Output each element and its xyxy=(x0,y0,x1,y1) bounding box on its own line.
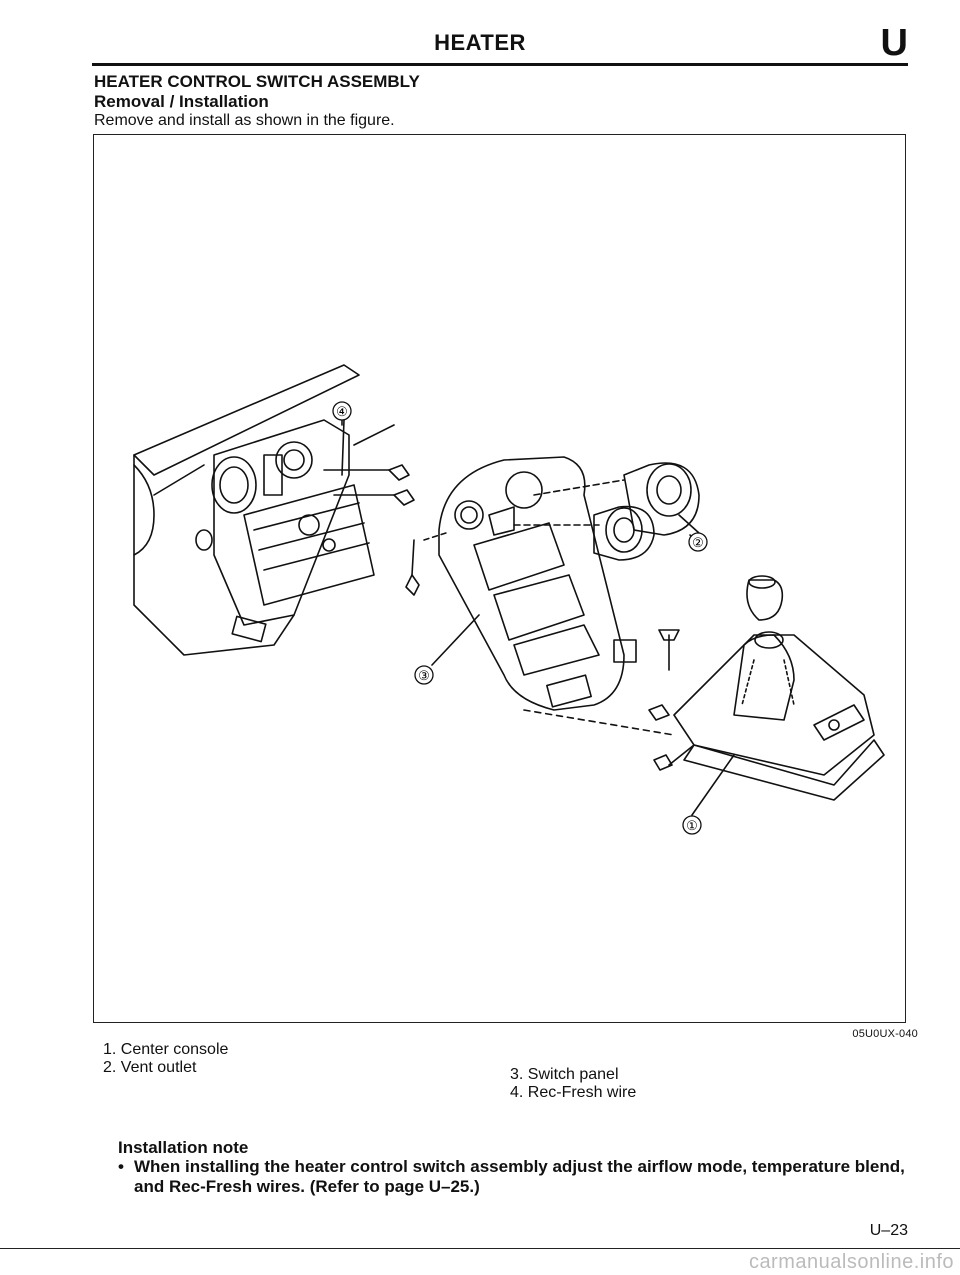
legend-item-4: 4. Rec-Fresh wire xyxy=(510,1084,637,1101)
legend-item-1: 1. Center console xyxy=(103,1041,229,1058)
installation-note-text: When installing the heater control switc… xyxy=(134,1157,905,1196)
callout-1-label: ① xyxy=(686,818,698,833)
callout-2-label: ② xyxy=(692,535,704,550)
callout-4: ④ xyxy=(332,401,352,421)
switch-panel-drawing xyxy=(405,456,637,711)
section-letter: U xyxy=(880,22,908,64)
footer-rule xyxy=(0,1248,960,1249)
shift-knob-drawing xyxy=(746,575,784,621)
watermark-text: carmanualsonline.info xyxy=(748,1251,954,1273)
center-console-drawing xyxy=(523,629,885,801)
exploded-view-illustration: ④ ② ③ ① xyxy=(133,364,885,835)
callout-3-label: ③ xyxy=(418,668,430,683)
callout-3: ③ xyxy=(414,665,434,685)
page-header-title: HEATER xyxy=(434,30,526,55)
vent-outlet-drawing xyxy=(513,462,700,561)
section-subtitle: Removal / Installation xyxy=(94,92,269,111)
callout-2: ② xyxy=(688,532,708,552)
header-rule xyxy=(92,63,908,66)
section-title: HEATER CONTROL SWITCH ASSEMBLY xyxy=(94,72,420,91)
bullet-icon: • xyxy=(118,1157,124,1176)
figure-code: 05U0UX-040 xyxy=(852,1028,918,1040)
legend-item-3: 3. Switch panel xyxy=(510,1066,619,1083)
intro-text: Remove and install as shown in the figur… xyxy=(94,112,395,129)
dashboard-drawing xyxy=(133,364,395,656)
callout-1: ① xyxy=(682,815,702,835)
figure-frame: ④ ② ③ ① xyxy=(93,134,906,1023)
installation-note-bullet: • When installing the heater control swi… xyxy=(118,1157,908,1197)
callout-4-label: ④ xyxy=(336,404,348,419)
installation-note-title: Installation note xyxy=(118,1138,249,1157)
legend-item-2: 2. Vent outlet xyxy=(103,1059,197,1076)
page-number: U–23 xyxy=(869,1222,908,1239)
rec-fresh-wire-drawing xyxy=(323,419,415,506)
